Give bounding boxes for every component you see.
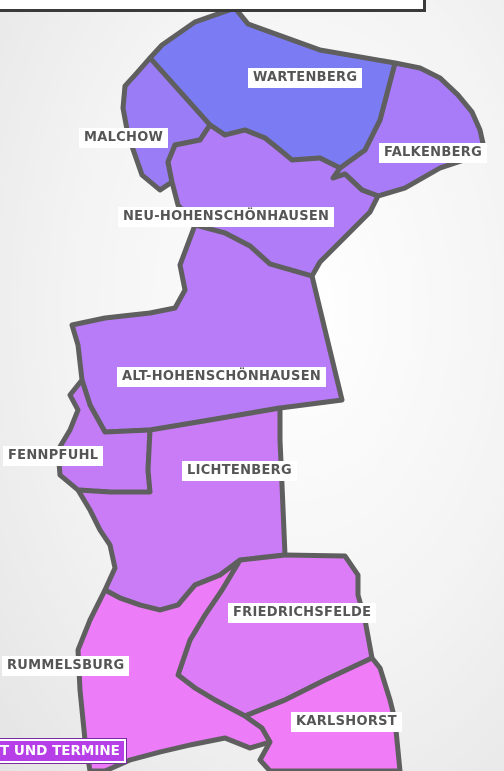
label-falkenberg[interactable]: FALKENBERG bbox=[379, 143, 488, 163]
search-box[interactable] bbox=[0, 0, 426, 12]
label-malchow[interactable]: MALCHOW bbox=[79, 128, 169, 148]
label-lichtenberg[interactable]: LICHTENBERG bbox=[182, 461, 297, 481]
district-neu-hohenschoenhausen[interactable] bbox=[165, 122, 381, 279]
termine-link-label: T UND TERMINE bbox=[0, 743, 120, 759]
label-neu-hohenschoenhausen[interactable]: NEU-HOHENSCHÖNHAUSEN bbox=[118, 207, 335, 227]
label-fennpfuhl[interactable]: FENNPFUHL bbox=[3, 446, 104, 466]
label-rummelsburg[interactable]: RUMMELSBURG bbox=[2, 656, 130, 676]
label-alt-hohenschoenhausen[interactable]: ALT-HOHENSCHÖNHAUSEN bbox=[117, 367, 327, 387]
label-friedrichsfelde[interactable]: FRIEDRICHSFELDE bbox=[228, 603, 377, 623]
label-karlshorst[interactable]: KARLSHORST bbox=[291, 712, 402, 732]
termine-link[interactable]: T UND TERMINE bbox=[0, 739, 126, 763]
label-wartenberg[interactable]: WARTENBERG bbox=[248, 68, 363, 88]
